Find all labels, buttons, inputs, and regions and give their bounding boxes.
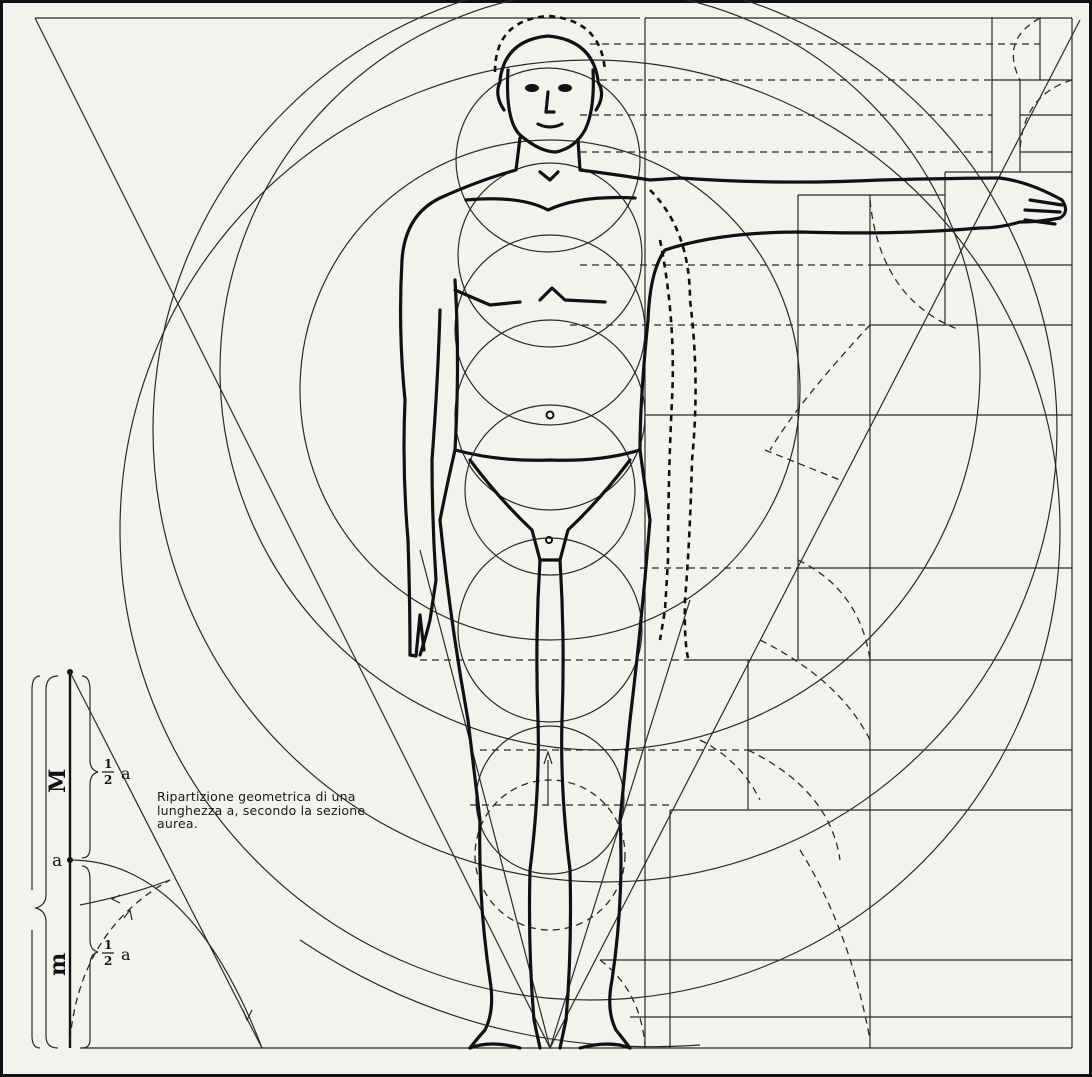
- transfer-arc: [80, 880, 170, 905]
- right-arm-dashed-inner: [660, 240, 673, 640]
- arc-dash-7: [748, 750, 840, 860]
- abdomen-circle: [455, 320, 645, 510]
- navel: [547, 412, 554, 419]
- brace-half-top: [82, 676, 98, 858]
- torso-circle: [300, 140, 800, 640]
- label-half-bot-num: 1: [104, 938, 112, 952]
- left-ear: [498, 82, 504, 110]
- label-minor: m: [45, 953, 71, 976]
- arrow-left: [112, 895, 120, 903]
- thigh-circle: [458, 538, 642, 722]
- outer-circle: [120, 60, 1060, 1000]
- lower-arc: [300, 940, 700, 1047]
- arc-dash-10: [600, 960, 645, 1045]
- waistline: [455, 450, 640, 460]
- right-eye: [558, 84, 572, 92]
- brace-major-outer: [32, 676, 40, 890]
- label-half-top-den: 2: [104, 773, 112, 787]
- medium-circle: [220, 0, 980, 750]
- human-figure: [401, 16, 1066, 1048]
- arc-dash-4: [770, 325, 870, 450]
- arc-dash-2: [1020, 80, 1072, 152]
- construction-caption: Ripartizione geometrica di una lunghezza…: [157, 790, 407, 831]
- left-arm-inner: [420, 310, 440, 655]
- collarbones: [466, 198, 635, 211]
- center-arrow: [544, 752, 552, 805]
- left-leg-outer: [440, 520, 492, 1048]
- label-major: M: [45, 769, 71, 793]
- arc-dash-1: [1013, 18, 1040, 80]
- chest-circle-1: [458, 163, 642, 347]
- left-arm-outer: [401, 260, 410, 655]
- brace-half-bot: [82, 866, 98, 1048]
- label-half-bot-den: 2: [104, 954, 112, 968]
- label-half-top-num: 1: [104, 757, 112, 771]
- left-pectoral: [455, 290, 520, 305]
- hypotenuse: [70, 672, 262, 1048]
- left-leg-inner: [530, 560, 541, 1048]
- arm-lower-edge: [648, 178, 1066, 320]
- tick-dash-1: [765, 450, 840, 480]
- right-leg-inner: [560, 560, 571, 1048]
- collarbone-notch: [540, 172, 558, 180]
- hairline: [500, 36, 598, 80]
- groin-mark: [546, 537, 552, 543]
- shin-circle-dashed: [475, 780, 625, 930]
- arrow-down: [243, 1010, 252, 1020]
- label-a: a: [52, 851, 62, 871]
- arc-dash-6: [760, 640, 870, 740]
- right-ear: [596, 82, 602, 110]
- brace-minor-outer: [32, 930, 40, 1048]
- right-leg-outer: [610, 520, 650, 1048]
- construction-geometry: [35, 0, 1080, 1048]
- arc-dash-5: [798, 560, 870, 660]
- label-half-bot-var: a: [121, 945, 131, 964]
- arm-upper-edge: [578, 140, 1000, 182]
- nose: [546, 92, 554, 112]
- hip-circle: [465, 405, 635, 575]
- left-eye: [525, 84, 539, 92]
- golden-section-construction: M m a 1 2 a 1 2 a: [32, 669, 262, 1048]
- arc-dash-8: [700, 740, 760, 800]
- right-arm-dashed-outer: [650, 190, 696, 658]
- mouth: [538, 124, 562, 127]
- proportion-grid: [80, 18, 1072, 1048]
- chest-circle-2: [455, 235, 645, 425]
- arc-a-to-base: [70, 860, 262, 1048]
- hair-outline: [495, 16, 605, 72]
- right-pectoral: [540, 288, 605, 302]
- label-half-top-var: a: [121, 764, 131, 783]
- left-torso-side: [440, 280, 458, 520]
